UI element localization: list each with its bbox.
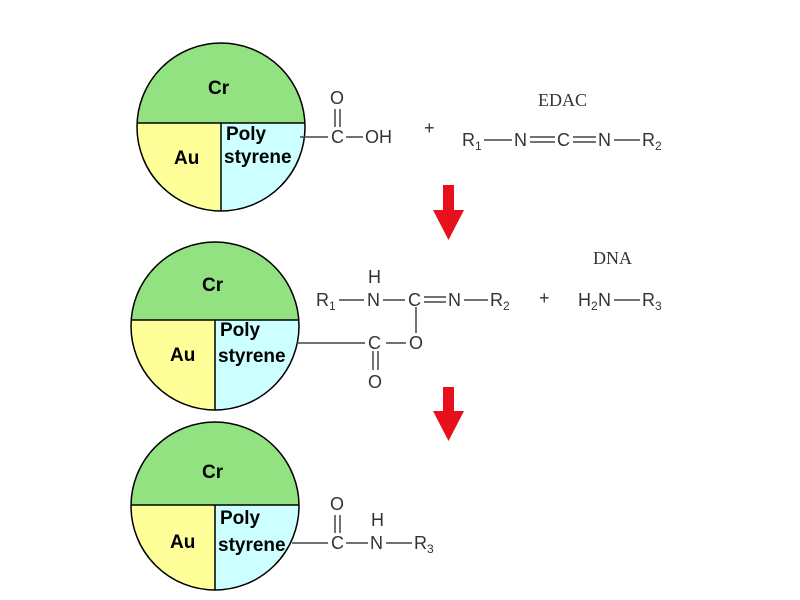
amide-r3: R bbox=[414, 533, 427, 553]
plus-sign-2: + bbox=[539, 288, 550, 308]
ester-carbon: C bbox=[368, 333, 381, 353]
au-region bbox=[131, 320, 215, 410]
polystyrene-label-line1: Poly bbox=[226, 124, 267, 145]
particle-step-2: Cr Au Poly styrene bbox=[130, 241, 300, 411]
reaction-arrow-2 bbox=[433, 387, 464, 441]
polystyrene-label-line1: Poly bbox=[220, 508, 261, 529]
edac-r2-sub: 2 bbox=[655, 139, 662, 153]
amide-r3-sub: 3 bbox=[427, 542, 434, 556]
plus-sign-1: + bbox=[424, 118, 435, 138]
intermediate-r1-sub: 1 bbox=[329, 299, 336, 313]
amide-carbonyl-oxygen: O bbox=[330, 494, 344, 514]
au-label: Au bbox=[174, 148, 199, 169]
amide-h: H bbox=[371, 510, 384, 530]
polystyrene-label-line1: Poly bbox=[220, 320, 261, 341]
intermediate-c: C bbox=[408, 290, 421, 310]
cr-label: Cr bbox=[208, 78, 230, 99]
polystyrene-label-line2: styrene bbox=[218, 535, 286, 556]
au-region bbox=[137, 123, 221, 211]
intermediate-n2: N bbox=[448, 290, 461, 310]
intermediate-r1: R bbox=[316, 290, 329, 310]
cr-label: Cr bbox=[202, 275, 224, 296]
edac-r1-sub: 1 bbox=[475, 139, 482, 153]
particle-step-1: Cr Au Poly styrene bbox=[136, 42, 306, 212]
carboxyl-oxygen: O bbox=[330, 88, 344, 108]
dna-label: DNA bbox=[593, 248, 632, 268]
particle-step-3: Cr Au Poly styrene bbox=[130, 421, 300, 591]
edac-label: EDAC bbox=[538, 90, 587, 110]
au-label: Au bbox=[170, 532, 195, 553]
ester-oxygen: O bbox=[409, 333, 423, 353]
amine-r3: R bbox=[642, 290, 655, 310]
au-label: Au bbox=[170, 345, 195, 366]
intermediate-r2: R bbox=[490, 290, 503, 310]
edac-c: C bbox=[557, 130, 570, 150]
polystyrene-label-line2: styrene bbox=[224, 147, 292, 168]
o-acylisourea-intermediate: R 1 H N C N R 2 O C O bbox=[297, 267, 510, 392]
edac-r2: R bbox=[642, 130, 655, 150]
amine-r3-sub: 3 bbox=[655, 299, 662, 313]
intermediate-n1: N bbox=[367, 290, 380, 310]
intermediate-h: H bbox=[368, 267, 381, 287]
carboxyl-group: O C OH bbox=[300, 88, 392, 147]
edac-structure: R 1 N C N R 2 bbox=[462, 130, 662, 153]
amine-n: N bbox=[598, 290, 611, 310]
amide-product: O C H N R 3 bbox=[292, 494, 434, 556]
dna-amine: H 2 N R 3 bbox=[578, 290, 662, 313]
amide-carbon: C bbox=[331, 533, 344, 553]
amine-h-sub: 2 bbox=[591, 299, 598, 313]
amide-n: N bbox=[370, 533, 383, 553]
cr-label: Cr bbox=[202, 462, 224, 483]
edac-r1: R bbox=[462, 130, 475, 150]
intermediate-r2-sub: 2 bbox=[503, 299, 510, 313]
polystyrene-label-line2: styrene bbox=[218, 346, 286, 367]
reaction-arrow-1 bbox=[433, 185, 464, 240]
edac-n1: N bbox=[514, 130, 527, 150]
hydroxyl: OH bbox=[365, 127, 392, 147]
carboxyl-carbon: C bbox=[331, 127, 344, 147]
amine-h: H bbox=[578, 290, 591, 310]
edac-n2: N bbox=[598, 130, 611, 150]
intermediate-carbonyl-oxygen: O bbox=[368, 372, 382, 392]
